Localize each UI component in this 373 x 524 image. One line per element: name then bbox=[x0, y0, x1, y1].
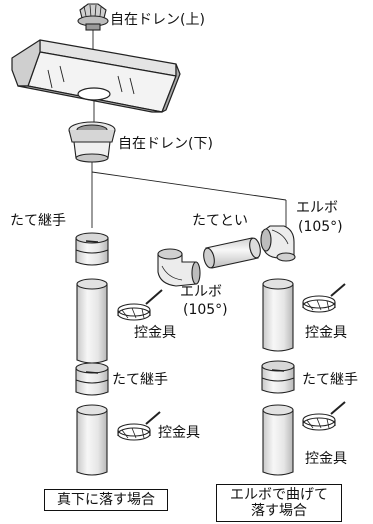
drain-upper-part bbox=[77, 3, 109, 31]
caption-straight-down-text: 真下に落す場合 bbox=[57, 492, 155, 508]
label-bracket-left-mid: 控金具 bbox=[134, 325, 176, 341]
label-elbow-left-angle: (105°) bbox=[183, 302, 228, 318]
label-bracket-left-bottom: 控金具 bbox=[158, 425, 200, 441]
caption-elbow-bend: エルボで曲げて 落す場合 bbox=[216, 484, 342, 522]
bracket-right-bottom-part bbox=[302, 401, 346, 431]
label-elbow-left-name: エルボ bbox=[180, 284, 222, 300]
joint-left-top-part bbox=[75, 232, 109, 266]
elbow-left-part bbox=[157, 248, 201, 287]
label-joint-left-bottom: たて継手 bbox=[112, 372, 168, 388]
pipe-left-upper bbox=[76, 278, 108, 364]
caption-elbow-bend-line2: 落す場合 bbox=[251, 503, 307, 519]
label-elbow-right-name: エルボ bbox=[296, 200, 338, 216]
label-bracket-right-bottom: 控金具 bbox=[305, 451, 347, 467]
bracket-left-mid-part bbox=[117, 289, 163, 321]
label-bracket-right-mid: 控金具 bbox=[305, 325, 347, 341]
label-joint-left-top: たて継手 bbox=[10, 213, 66, 229]
pipe-right-upper bbox=[262, 278, 294, 352]
label-drain-lower: 自在ドレン(下) bbox=[118, 136, 213, 152]
joint-right-bottom-part bbox=[261, 360, 295, 394]
caption-straight-down: 真下に落す場合 bbox=[44, 489, 168, 511]
bracket-right-mid-part bbox=[302, 283, 346, 313]
pipe-right-lower bbox=[262, 404, 294, 476]
caption-elbow-bend-line1: エルボで曲げて bbox=[230, 487, 328, 503]
drain-lower-part bbox=[68, 121, 116, 163]
label-elbow-right-angle: (105°) bbox=[298, 219, 343, 235]
label-joint-right-bottom: たて継手 bbox=[302, 372, 358, 388]
joint-left-bottom-part bbox=[75, 362, 109, 396]
elbow-right-part bbox=[260, 225, 296, 262]
pipe-left-lower bbox=[76, 404, 108, 476]
horizontal-pipe-part bbox=[203, 237, 261, 269]
label-tatetoi: たてとい bbox=[192, 213, 248, 229]
bracket-left-bottom-part bbox=[117, 411, 161, 441]
split-lines bbox=[91, 162, 287, 230]
label-drain-upper: 自在ドレン(上) bbox=[110, 12, 205, 28]
gutter-section bbox=[11, 39, 181, 113]
